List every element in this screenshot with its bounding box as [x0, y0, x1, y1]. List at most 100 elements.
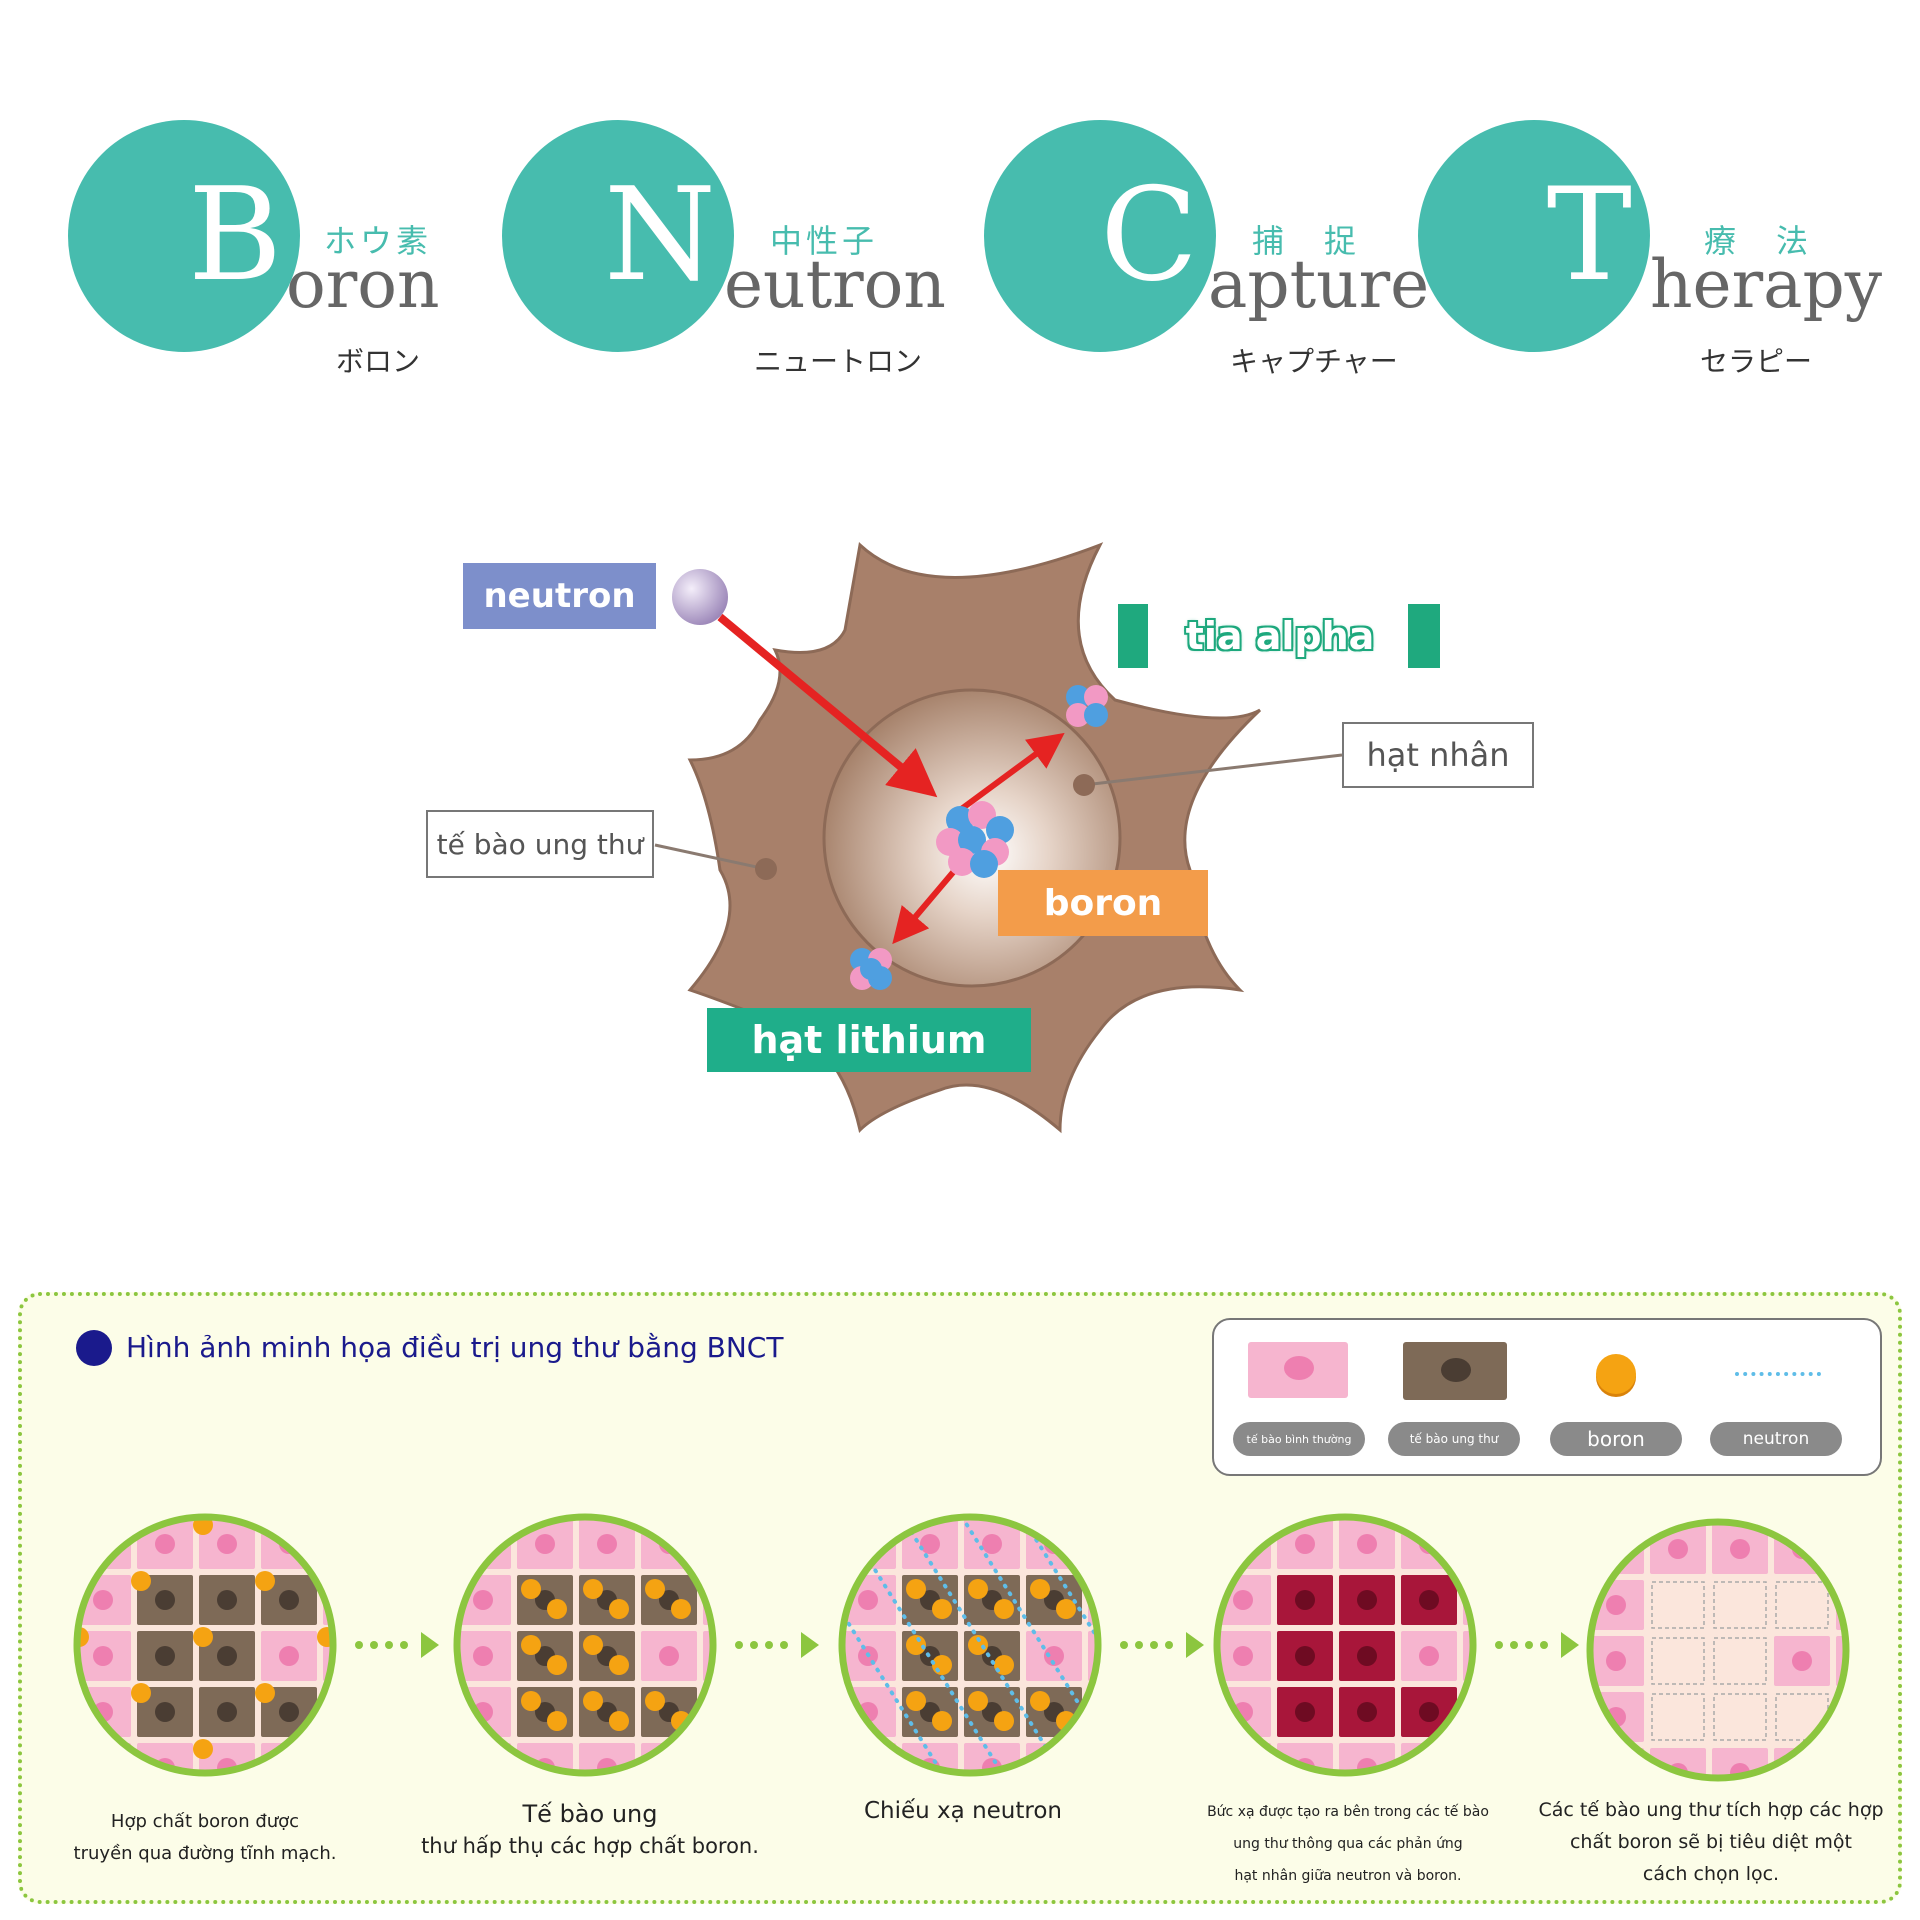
cell-nucleus	[1606, 1651, 1626, 1671]
normal-cell	[323, 1687, 333, 1737]
boron-dot	[547, 1711, 567, 1731]
cell-nucleus	[858, 1758, 878, 1773]
cell-nucleus	[1106, 1702, 1126, 1722]
bnct-word-capture: C apture 捕 捉 キャプチャー	[984, 120, 1429, 380]
cell-nucleus	[1854, 1651, 1874, 1671]
lithium-particle	[850, 948, 892, 990]
bnct-circle	[502, 120, 734, 352]
boron-dot	[1030, 1579, 1050, 1599]
connector-arrow-icon	[1186, 1632, 1204, 1658]
boron-dot	[77, 1517, 89, 1535]
cell-nucleus	[721, 1758, 741, 1778]
boron-dot	[255, 1683, 275, 1703]
cell-nucleus	[721, 1702, 741, 1722]
cancer-cell-pointer-dot	[755, 858, 777, 880]
steps-diagram	[73, 1513, 1874, 1782]
cell-nucleus	[1357, 1702, 1377, 1722]
lithium-arrow	[892, 868, 958, 945]
boron-dot	[255, 1571, 275, 1591]
normal-cell	[703, 1687, 713, 1737]
cell-nucleus	[1606, 1595, 1626, 1615]
lithium-label: hạt lithium	[707, 1008, 1031, 1072]
cell-nucleus	[858, 1590, 878, 1610]
step-5-ring	[1586, 1518, 1850, 1782]
normal-cell	[1463, 1519, 1473, 1569]
boron-dot	[583, 1691, 603, 1711]
cell-nucleus	[155, 1702, 175, 1722]
cell-nucleus	[1792, 1651, 1812, 1671]
normal-cell	[1401, 1743, 1457, 1773]
cell-nucleus	[217, 1590, 237, 1610]
boron-dot	[1030, 1691, 1050, 1711]
step-1-line-2: truyền qua đường tĩnh mạch.	[73, 1843, 337, 1864]
legend-boron-tag: boron	[1550, 1422, 1682, 1456]
cell-nucleus	[279, 1646, 299, 1666]
cell-nucleus	[341, 1702, 361, 1722]
boron-dot	[906, 1635, 926, 1655]
neutron-beam	[842, 1517, 1004, 1773]
bnct-rest: herapy	[1650, 246, 1882, 323]
step-3-ring	[838, 1513, 1102, 1777]
alpha-particle	[1066, 685, 1108, 727]
boron-nucleus-cluster	[936, 801, 1014, 878]
cell-nucleus	[155, 1590, 175, 1610]
boron-dot	[932, 1711, 952, 1731]
boron-dot	[583, 1635, 603, 1655]
cell-nucleus	[1481, 1646, 1501, 1666]
cell-nucleus	[1233, 1590, 1253, 1610]
cell-nucleus	[1481, 1590, 1501, 1610]
cell-nucleus	[1481, 1534, 1501, 1554]
cell-nucleus	[535, 1534, 555, 1554]
boron-dot	[547, 1655, 567, 1675]
connector-dot	[1165, 1641, 1173, 1649]
boron-dot	[193, 1739, 213, 1759]
neutron-beam	[900, 1517, 1064, 1773]
cell-nucleus	[217, 1702, 237, 1722]
bnct-kanji: 中性子	[770, 222, 879, 260]
connector-dot	[750, 1641, 758, 1649]
bnct-rest: eutron	[724, 246, 946, 323]
cell-nucleus	[155, 1646, 175, 1666]
normal-cell	[457, 1743, 511, 1773]
normal-cell	[641, 1743, 697, 1773]
step-5-line-2: chất boron sẽ bị tiêu diệt một	[1569, 1831, 1852, 1853]
bnct-circle	[68, 120, 300, 352]
bnct-kana: ニュートロン	[754, 345, 923, 378]
cell-nucleus	[1481, 1758, 1501, 1778]
normal-cell	[1026, 1743, 1082, 1773]
cell-nucleus	[982, 1534, 1002, 1554]
cell-nucleus	[473, 1534, 493, 1554]
bnct-letter: C	[1100, 161, 1198, 310]
alpha-arrow	[958, 732, 1065, 813]
cell-nucleus	[1357, 1646, 1377, 1666]
cell-nucleus	[217, 1534, 237, 1554]
cell-nucleus	[1357, 1534, 1377, 1554]
cell-nucleus	[1233, 1758, 1253, 1773]
bnct-circle	[984, 120, 1216, 352]
normal-cell	[703, 1743, 713, 1773]
normal-cell	[323, 1519, 333, 1569]
cell-nucleus	[1606, 1763, 1626, 1778]
step-5-caption: Các tế bào ung thư tích hợp các hợp chất…	[1528, 1794, 1894, 1890]
cell-nucleus	[1295, 1534, 1315, 1554]
normal-cell	[1217, 1743, 1271, 1773]
step-4-line-3: hạt nhân giữa neutron và boron.	[1234, 1868, 1462, 1884]
alpha-bar-left	[1118, 604, 1148, 668]
connector-dot	[370, 1641, 378, 1649]
bnct-circle	[1418, 120, 1650, 352]
step-4-line-1: Bức xạ được tạo ra bên trong các tế bào	[1207, 1804, 1489, 1820]
step-4-caption: Bức xạ được tạo ra bên trong các tế bào …	[1178, 1796, 1518, 1892]
connector-dot	[1510, 1641, 1518, 1649]
legend-cancer-cell-tag: tế bào ung thư	[1388, 1422, 1520, 1456]
cell-nucleus	[93, 1590, 113, 1610]
cell-nucleus	[1854, 1595, 1874, 1615]
cell-nucleus	[1044, 1646, 1064, 1666]
cell-nucleus	[473, 1646, 493, 1666]
nucleus-label: hạt nhân	[1342, 722, 1534, 788]
bnct-kanji: 療 法	[1704, 222, 1813, 260]
connector-dot	[1495, 1641, 1503, 1649]
bnct-rest: oron	[286, 246, 440, 323]
bnct-kana: キャプチャー	[1230, 345, 1398, 378]
legend-neutron-dots	[1735, 1372, 1821, 1376]
cell-nucleus	[659, 1758, 679, 1773]
